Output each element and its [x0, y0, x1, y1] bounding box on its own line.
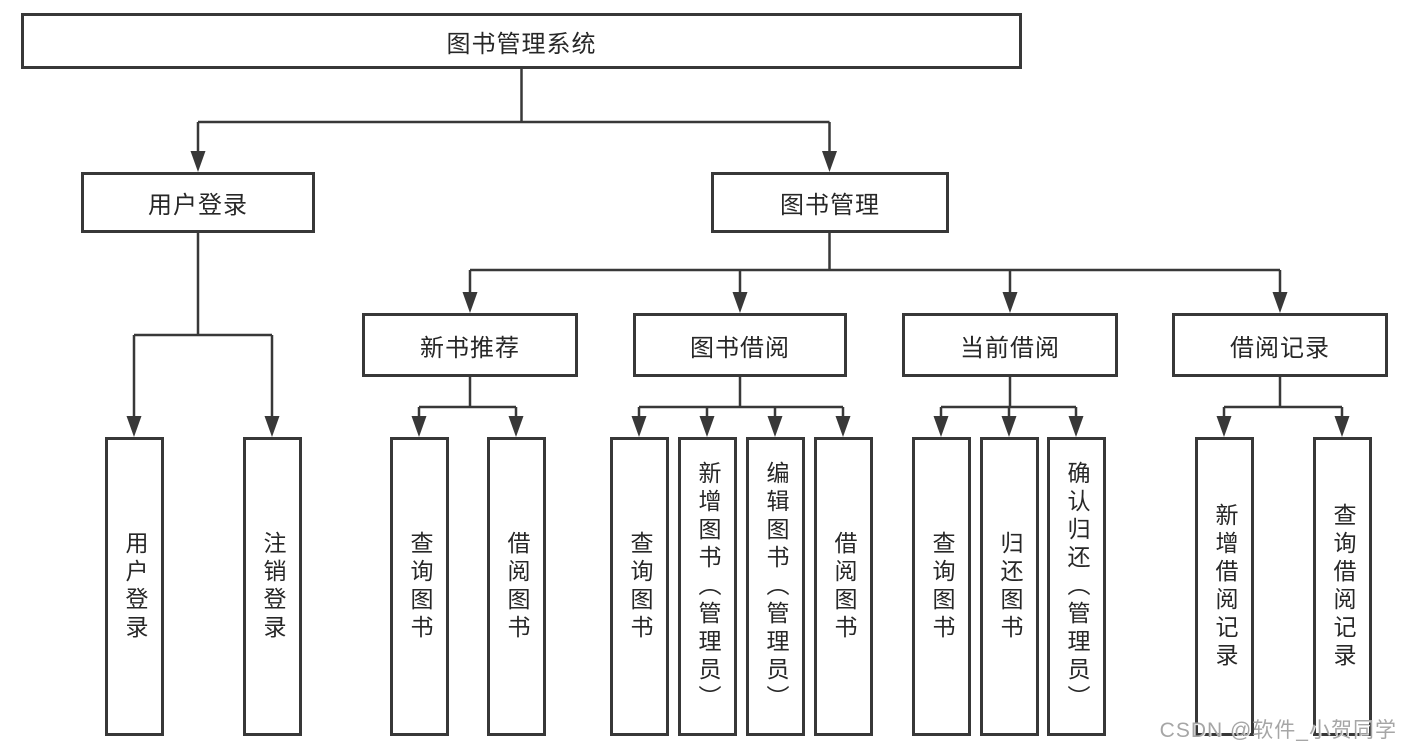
arrowhead	[933, 416, 949, 437]
leaf-query-borrow-record: 查询借阅记录	[1313, 437, 1372, 736]
connector-newbook-to-leaves	[417, 376, 518, 417]
node-book-borrow: 图书借阅	[633, 313, 847, 377]
node-new-book-recommend: 新书推荐	[362, 313, 578, 377]
connector-root-to-level2	[196, 68, 831, 152]
connector-userlogin-to-leaves	[132, 232, 274, 417]
node-book-management-label: 图书管理	[780, 192, 880, 219]
arrowhead	[631, 416, 647, 437]
leaf-add-borrow-record-label: 新增借阅记录	[1212, 502, 1238, 671]
node-borrow-records-label: 借阅记录	[1230, 334, 1330, 362]
arrowhead	[264, 416, 280, 437]
arrowhead	[411, 416, 427, 437]
node-user-login-label: 用户登录	[148, 192, 248, 219]
arrowhead	[1068, 416, 1084, 437]
connector-current-to-leaves	[939, 376, 1078, 417]
node-current-borrow-label: 当前借阅	[960, 334, 1060, 362]
arrowhead	[767, 416, 783, 437]
arrowhead	[126, 416, 142, 437]
leaf-add-book-admin-label: 新增图书（管理员）	[695, 460, 721, 713]
arrowhead	[462, 292, 478, 313]
arrowhead	[1334, 416, 1350, 437]
arrowhead	[699, 416, 715, 437]
arrowhead	[835, 416, 851, 437]
node-user-login: 用户登录	[81, 172, 315, 233]
leaf-borrow-books-borrow: 借阅图书	[814, 437, 873, 736]
arrowhead	[508, 416, 524, 437]
arrowhead	[1002, 292, 1018, 313]
leaf-user-login: 用户登录	[105, 437, 164, 736]
connector-borrow-to-leaves	[637, 376, 845, 417]
leaf-query-books-newbook-label: 查询图书	[407, 530, 433, 643]
leaf-borrow-books-newbook: 借阅图书	[487, 437, 546, 736]
leaf-query-books-newbook: 查询图书	[390, 437, 449, 736]
arrowhead	[732, 292, 748, 313]
leaf-add-book-admin: 新增图书（管理员）	[678, 437, 737, 736]
node-borrow-records: 借阅记录	[1172, 313, 1388, 377]
leaf-return-books: 归还图书	[980, 437, 1039, 736]
leaf-logout: 注销登录	[243, 437, 302, 736]
arrowhead	[822, 151, 837, 172]
leaf-edit-book-admin: 编辑图书（管理员）	[746, 437, 805, 736]
leaf-confirm-return-admin-label: 确认归还（管理员）	[1064, 460, 1090, 713]
connector-records-to-leaves	[1222, 376, 1344, 417]
leaf-query-books-current-label: 查询图书	[929, 530, 955, 643]
leaf-confirm-return-admin: 确认归还（管理员）	[1047, 437, 1106, 736]
arrowhead	[190, 151, 206, 172]
leaf-borrow-books-newbook-label: 借阅图书	[504, 530, 530, 643]
connector-bookmgmt-to-level3	[468, 232, 1282, 293]
csdn-watermark: CSDN @软件_小贺同学	[1159, 719, 1397, 742]
node-new-book-recommend-label: 新书推荐	[420, 334, 520, 362]
leaf-query-books-borrow: 查询图书	[610, 437, 669, 736]
node-root-label: 图书管理系统	[446, 30, 597, 58]
leaf-query-books-current: 查询图书	[912, 437, 971, 736]
leaf-return-books-label: 归还图书	[997, 530, 1023, 643]
arrowhead	[1001, 416, 1017, 437]
leaf-user-login-label: 用户登录	[122, 530, 148, 643]
arrowhead	[1272, 292, 1288, 313]
node-book-management: 图书管理	[711, 172, 949, 233]
node-current-borrow: 当前借阅	[902, 313, 1118, 377]
leaf-add-borrow-record: 新增借阅记录	[1195, 437, 1254, 736]
leaf-borrow-books-borrow-label: 借阅图书	[831, 530, 857, 643]
node-book-borrow-label: 图书借阅	[690, 334, 790, 362]
arrowhead	[1216, 416, 1232, 437]
leaf-query-books-borrow-label: 查询图书	[627, 530, 653, 643]
node-root: 图书管理系统	[21, 13, 1022, 69]
leaf-logout-label: 注销登录	[260, 530, 286, 643]
leaf-query-borrow-record-label: 查询借阅记录	[1330, 502, 1356, 671]
leaf-edit-book-admin-label: 编辑图书（管理员）	[763, 460, 789, 713]
